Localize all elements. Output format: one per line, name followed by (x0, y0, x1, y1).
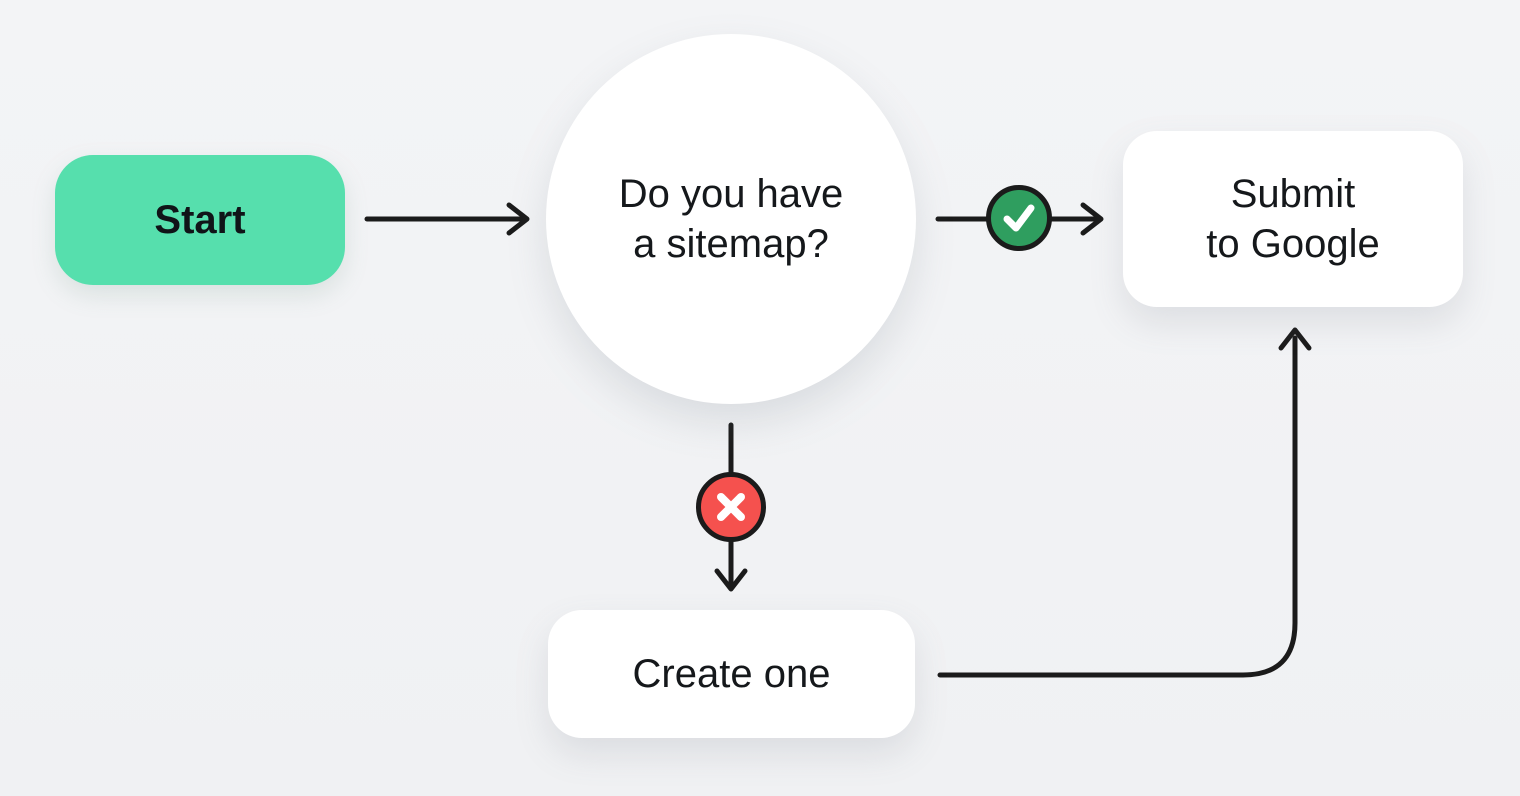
decision-label-line2: a sitemap? (633, 222, 829, 266)
node-submit-to-google: Submit to Google (1123, 131, 1463, 307)
submit-label-line2: to Google (1206, 222, 1380, 266)
start-label: Start (154, 198, 246, 242)
yes-badge (986, 185, 1052, 251)
decision-label: Do you have a sitemap? (619, 169, 844, 269)
submit-label: Submit to Google (1206, 169, 1379, 269)
arrowhead-right (506, 202, 530, 236)
submit-label-line1: Submit (1230, 172, 1356, 216)
edge-start-to-decision (364, 202, 530, 236)
decision-label-line1: Do you have (618, 172, 844, 216)
no-badge (696, 472, 766, 542)
node-start: Start (55, 155, 345, 285)
create-label: Create one (632, 652, 831, 696)
node-create-one: Create one (548, 610, 915, 738)
edge-create-to-submit (937, 327, 1312, 678)
check-icon (1003, 204, 1035, 232)
x-icon (717, 493, 745, 521)
arrowhead-down (714, 568, 748, 592)
node-decision: Do you have a sitemap? (546, 34, 916, 404)
edge-line (937, 335, 1298, 678)
arrowhead-up (1278, 327, 1312, 351)
arrowhead-right (1080, 202, 1104, 236)
